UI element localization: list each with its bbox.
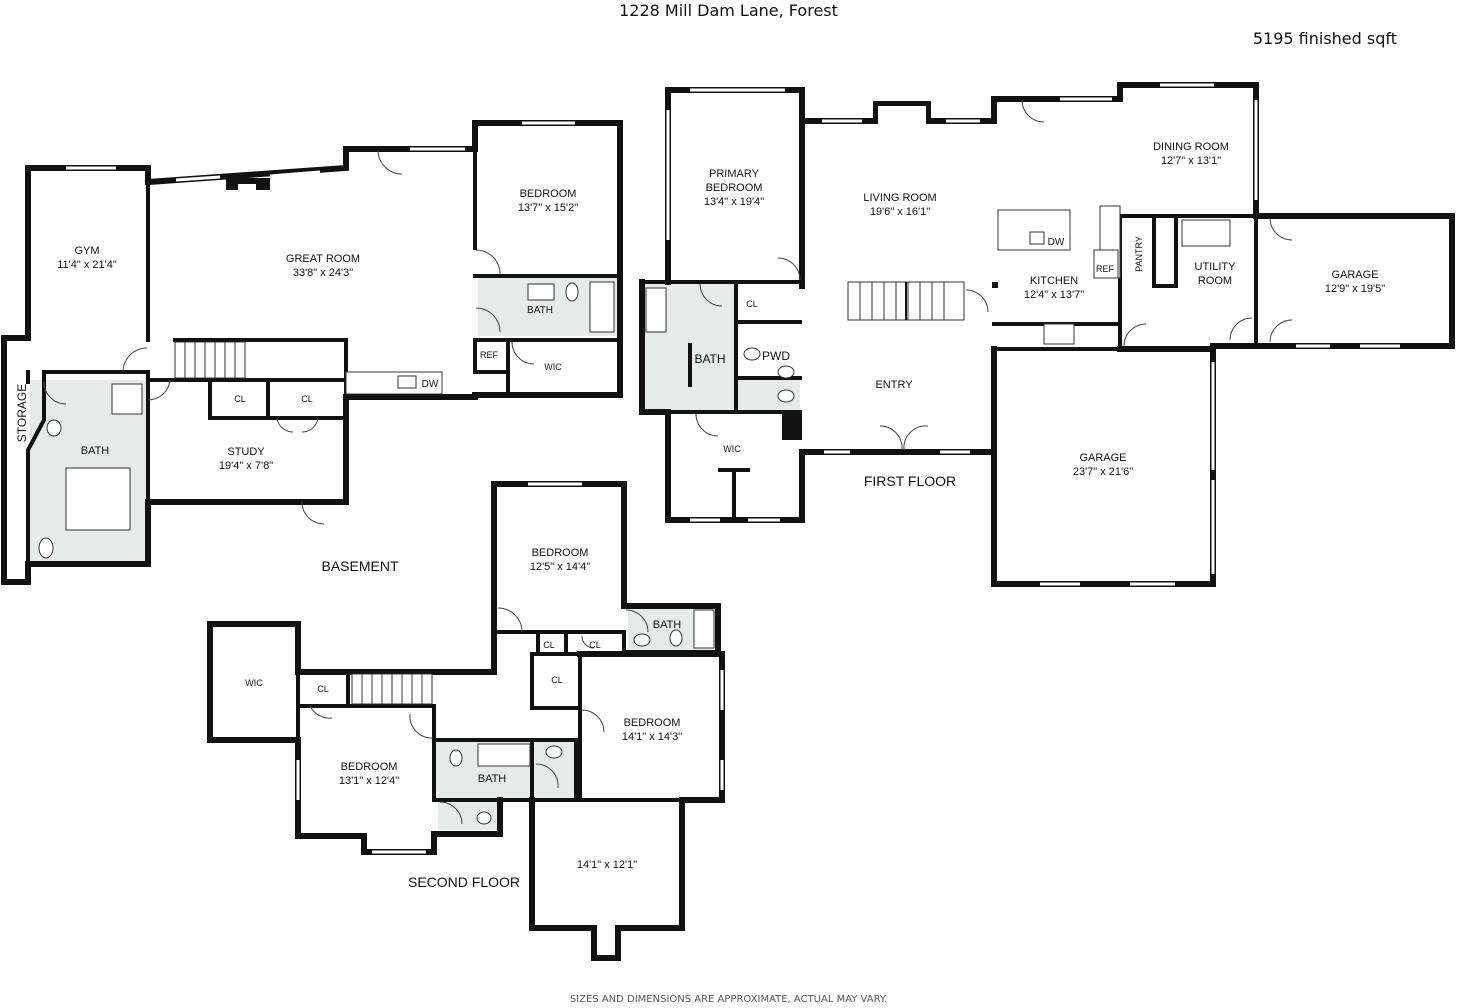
primary-wic-label: WIC (723, 444, 741, 454)
upper-cl-2-label: CL (589, 640, 601, 650)
primary-bath-label: BATH (694, 352, 725, 366)
gym-size: 11'4" x 21'4" (57, 259, 117, 271)
second-floor-plan: BEDROOM 12'5" x 14'4" BATH CL CL CL WIC … (207, 481, 725, 961)
utility-label-2: ROOM (1198, 275, 1232, 287)
study-size: 19'4" x 7'8" (219, 460, 273, 472)
basement-outer-wall (1, 120, 623, 585)
upper-bedroom-1-label: BEDROOM (532, 547, 589, 559)
disclaimer: SIZES AND DIMENSIONS ARE APPROXIMATE, AC… (569, 994, 888, 1005)
great-room-label: GREAT ROOM (286, 253, 360, 265)
basement-ref-label: REF (480, 350, 499, 360)
first-floor-plan: PRIMARY BEDROOM 13'4" x 19'4" BATH CL PW… (639, 82, 1455, 587)
basement-wic-label: WIC (544, 362, 562, 372)
basement-plan: GYM 11'4" x 21'4" GREAT ROOM 33'8" x 24'… (1, 120, 623, 585)
upper-bedroom-2-label: BEDROOM (341, 761, 398, 773)
garage-small-label: GARAGE (1331, 269, 1378, 281)
garage-small-size: 12'9" x 19'5" (1325, 283, 1385, 295)
finished-sqft: 5195 finished sqft (1252, 29, 1397, 48)
garage-large-label: GARAGE (1079, 452, 1126, 464)
upper-cl-3-label: CL (551, 675, 563, 685)
kitchen-ref-label: REF (1096, 264, 1115, 274)
garage-large-size: 23'7" x 21'6" (1073, 466, 1133, 478)
living-room-size: 19'6" x 16'1" (870, 206, 930, 218)
closet-a-label: CL (234, 394, 246, 404)
kitchen-dw-label: DW (1048, 237, 1065, 248)
upper-bedroom-3-size: 14'1" x 14'3" (622, 731, 682, 743)
closet-b-label: CL (301, 394, 313, 404)
basement-bedroom-size: 13'7" x 15'2" (518, 202, 578, 214)
primary-closet-label: CL (746, 299, 758, 309)
dining-room-label: DINING ROOM (1153, 141, 1229, 153)
basement-dw-label: DW (422, 379, 439, 390)
upper-bath-1-label: BATH (653, 619, 682, 631)
gym-label: GYM (74, 245, 99, 257)
first-floor-label: FIRST FLOOR (864, 473, 956, 489)
kitchen-label: KITCHEN (1030, 275, 1078, 287)
utility-label-1: UTILITY (1195, 261, 1237, 273)
storage-label: STORAGE (15, 384, 29, 442)
study-label: STUDY (227, 446, 265, 458)
basement-bath-small-label: BATH (527, 305, 553, 316)
primary-bedroom-size: 13'4" x 19'4" (704, 196, 764, 208)
pantry-label: PANTRY (1134, 236, 1144, 272)
pwd-label: PWD (762, 349, 790, 363)
upper-bedroom-3-label: BEDROOM (624, 717, 681, 729)
great-room-size: 33'8" x 24'3" (293, 267, 353, 279)
upper-bedroom-2-size: 13'1" x 12'4" (339, 775, 399, 787)
basement-bedroom-label: BEDROOM (520, 188, 577, 200)
basement-bath-label: BATH (81, 445, 110, 457)
upper-wic-label: WIC (245, 678, 263, 688)
kitchen-size: 12'4" x 13'7" (1024, 289, 1084, 301)
basement-floor-label: BASEMENT (321, 558, 398, 574)
upper-cl-1-label: CL (543, 640, 555, 650)
primary-bedroom-label-2: BEDROOM (706, 182, 763, 194)
address-title: 1228 Mill Dam Lane, Forest (619, 1, 838, 20)
bonus-room-size: 14'1" x 12'1" (577, 859, 637, 871)
upper-bath-2-label: BATH (478, 773, 507, 785)
upper-cl-4-label: CL (317, 684, 329, 694)
upper-bedroom-1-size: 12'5" x 14'4" (530, 561, 590, 573)
second-floor-label: SECOND FLOOR (408, 874, 520, 890)
dining-room-size: 12'7" x 13'1" (1161, 155, 1221, 167)
primary-bedroom-label-1: PRIMARY (709, 168, 760, 180)
living-room-label: LIVING ROOM (863, 192, 936, 204)
entry-label: ENTRY (875, 379, 913, 391)
